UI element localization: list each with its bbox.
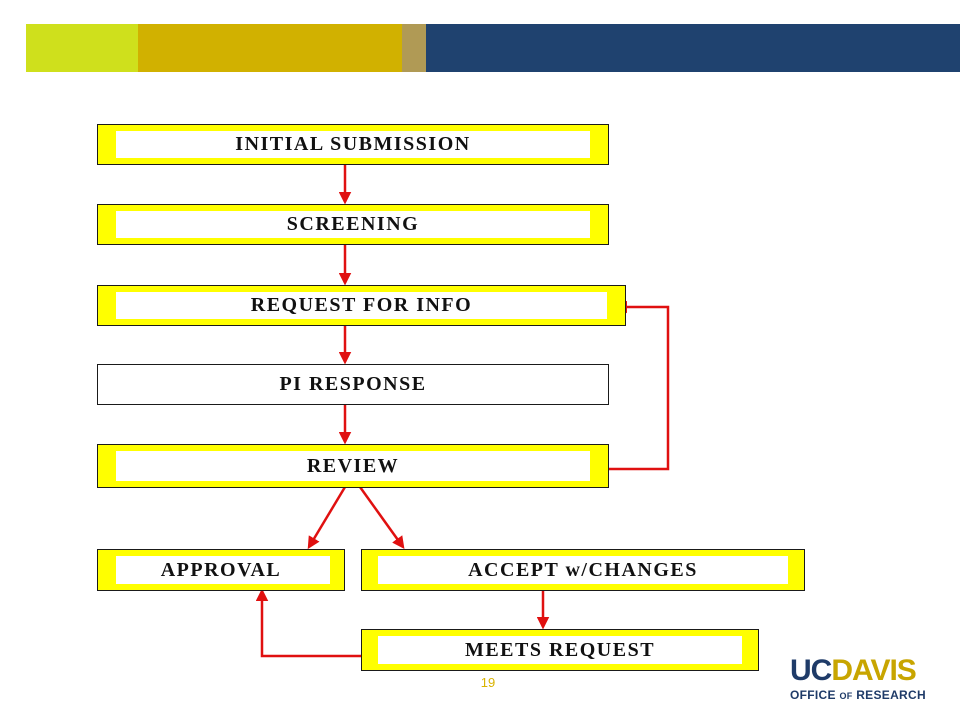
page-number: 19	[480, 675, 496, 690]
node-request-for-info-label: REQUEST FOR INFO	[250, 294, 473, 316]
logo-research-text: RESEARCH	[856, 688, 926, 702]
logo-uc-text: UC	[790, 654, 832, 687]
header-band-lime	[26, 24, 138, 72]
arrow-review-to-approval	[307, 486, 347, 550]
node-initial-submission-label: INITIAL SUBMISSION	[235, 133, 471, 155]
node-review-label: REVIEW	[306, 454, 400, 477]
ucdavis-logo: UCDAVIS OFFICE OF RESEARCH	[790, 654, 926, 703]
arrow-review-to-accept	[358, 486, 405, 550]
node-accept-with-changes-label: ACCEPT w/CHANGES	[468, 558, 698, 581]
node-meets-request-label: MEETS REQUEST	[464, 638, 656, 661]
node-meets-request: MEETS REQUEST	[361, 629, 759, 671]
node-request-for-info: REQUEST FOR INFO	[97, 285, 626, 326]
arrow-meets-to-approval	[255, 588, 362, 658]
header-band-navy	[426, 24, 960, 72]
node-approval: APPROVAL	[97, 549, 345, 591]
node-screening-label: SCREENING	[286, 213, 420, 235]
logo-office-text: OFFICE	[790, 688, 836, 702]
logo-davis-text: DAVIS	[831, 654, 916, 687]
node-screening: SCREENING	[97, 204, 609, 245]
node-accept-with-changes: ACCEPT w/CHANGES	[361, 549, 805, 591]
node-pi-response: PI RESPONSE	[97, 364, 609, 405]
node-approval-label: APPROVAL	[160, 558, 282, 581]
header-band-tan	[402, 24, 426, 72]
arrow-review-loop-to-request	[608, 300, 670, 471]
header-band-gold	[138, 24, 402, 72]
node-pi-response-label: PI RESPONSE	[279, 373, 427, 395]
logo-of-text: OF	[839, 691, 853, 701]
node-initial-submission: INITIAL SUBMISSION	[97, 124, 609, 165]
node-review: REVIEW	[97, 444, 609, 488]
